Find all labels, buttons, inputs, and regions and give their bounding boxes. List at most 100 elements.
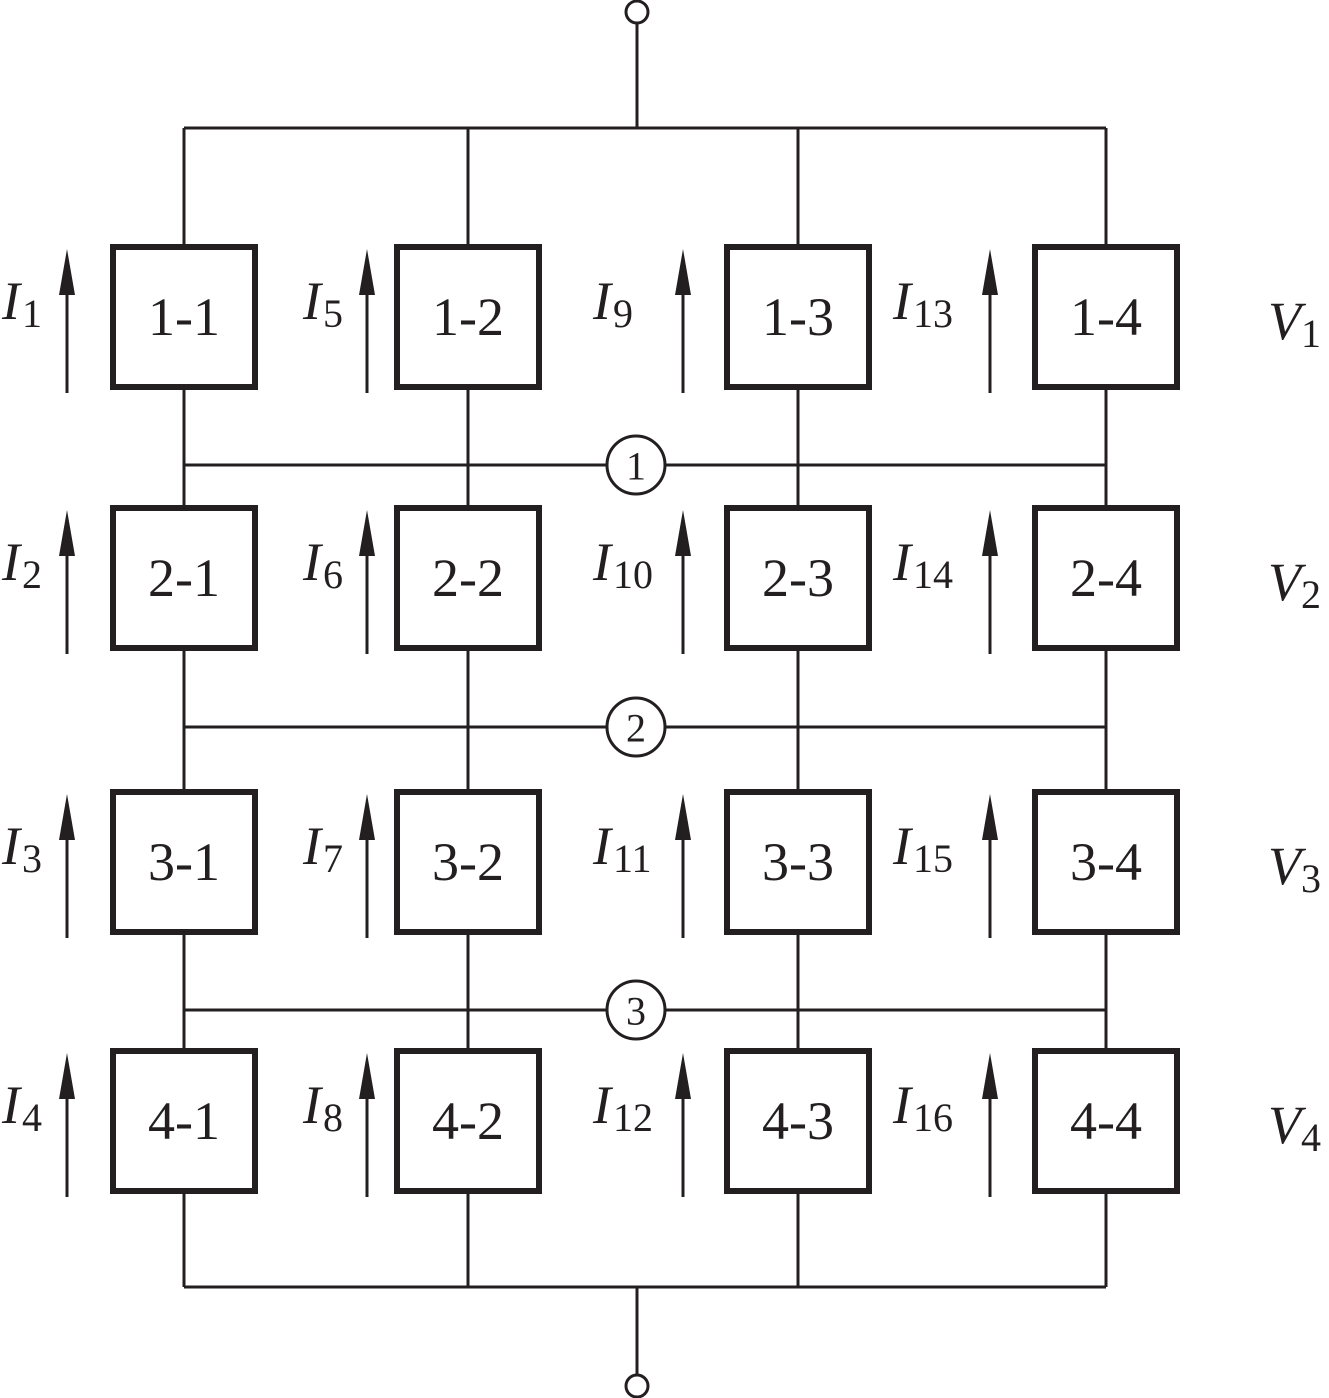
current-arrow-head-8 (359, 1053, 375, 1099)
current-arrow-head-15 (982, 794, 998, 840)
current-label-11: I11 (592, 816, 652, 881)
module-label-2-2: 2-2 (432, 548, 504, 608)
current-symbol: I (592, 532, 614, 592)
voltage-subscript: 2 (1301, 572, 1321, 617)
module-box-2-2 (394, 505, 542, 651)
current-arrow-head-4 (59, 1053, 75, 1099)
current-arrow-head-3 (59, 794, 75, 840)
current-subscript: 16 (913, 1095, 953, 1140)
module-label-3-3: 3-3 (762, 832, 834, 892)
node-label-2: 2 (626, 706, 646, 751)
current-arrow-head-7 (359, 794, 375, 840)
module-label-1-4: 1-4 (1070, 287, 1142, 347)
current-symbol: I (892, 271, 914, 331)
module-box-3-2 (394, 789, 542, 935)
voltage-label-1: V1 (1268, 291, 1321, 356)
module-box-2-1 (110, 505, 258, 651)
module-label-1-3: 1-3 (762, 287, 834, 347)
module-box-3-4 (1032, 789, 1180, 935)
current-label-13: I13 (892, 271, 953, 336)
voltage-label-4: V4 (1268, 1095, 1321, 1160)
voltage-symbol: V (1268, 552, 1307, 612)
current-label-7: I7 (302, 816, 343, 881)
voltage-symbol: V (1268, 1095, 1307, 1155)
current-symbol: I (1, 271, 23, 331)
voltage-symbol: V (1268, 836, 1307, 896)
module-box-2-4 (1032, 505, 1180, 651)
current-subscript: 7 (323, 836, 343, 881)
current-subscript: 14 (913, 552, 953, 597)
current-arrow-head-16 (982, 1053, 998, 1099)
module-label-2-1: 2-1 (148, 548, 220, 608)
negative-terminal (624, 1373, 650, 1398)
voltage-symbol: V (1268, 291, 1307, 351)
current-symbol: I (1, 1075, 23, 1135)
module-label-3-2: 3-2 (432, 832, 504, 892)
current-subscript: 5 (323, 291, 343, 336)
current-subscript: 15 (913, 836, 953, 881)
current-symbol: I (592, 816, 614, 876)
current-label-14: I14 (892, 532, 953, 597)
current-label-1: I1 (1, 271, 42, 336)
module-label-2-4: 2-4 (1070, 548, 1142, 608)
module-box-1-4 (1032, 244, 1180, 390)
module-box-3-1 (110, 789, 258, 935)
node-marker-2 (605, 696, 667, 758)
current-subscript: 3 (22, 836, 42, 881)
current-subscript: 10 (613, 552, 653, 597)
module-box-1-2 (394, 244, 542, 390)
current-arrows (59, 249, 998, 1197)
module-box-4-3 (724, 1048, 872, 1194)
voltage-subscript: 4 (1301, 1115, 1321, 1160)
current-subscript: 1 (22, 291, 42, 336)
current-label-3: I3 (1, 816, 42, 881)
current-arrow-head-9 (675, 249, 691, 295)
current-label-4: I4 (1, 1075, 42, 1140)
module-label-1-2: 1-2 (432, 287, 504, 347)
module-box-4-1 (110, 1048, 258, 1194)
module-label-4-4: 4-4 (1070, 1091, 1142, 1151)
current-subscript: 4 (22, 1095, 42, 1140)
current-arrow-head-6 (359, 510, 375, 556)
module-label-2-3: 2-3 (762, 548, 834, 608)
current-symbol: I (592, 1075, 614, 1135)
current-symbol: I (302, 1075, 324, 1135)
module-box-3-3 (724, 789, 872, 935)
current-symbol: I (302, 816, 324, 876)
current-arrow-head-11 (675, 794, 691, 840)
current-label-2: I2 (1, 532, 42, 597)
module-label-4-2: 4-2 (432, 1091, 504, 1151)
current-arrow-head-10 (675, 510, 691, 556)
current-symbol: I (892, 1075, 914, 1135)
node-label-3: 3 (626, 989, 646, 1034)
current-symbol: I (1, 816, 23, 876)
current-subscript: 11 (613, 836, 652, 881)
current-subscript: 9 (613, 291, 633, 336)
module-label-4-1: 4-1 (148, 1091, 220, 1151)
current-label-5: I5 (302, 271, 343, 336)
current-label-12: I12 (592, 1075, 653, 1140)
node-label-1: 1 (626, 444, 646, 489)
current-symbol: I (302, 532, 324, 592)
current-subscript: 6 (323, 552, 343, 597)
current-label-16: I16 (892, 1075, 953, 1140)
current-symbol: I (1, 532, 23, 592)
module-label-3-1: 3-1 (148, 832, 220, 892)
current-subscript: 2 (22, 552, 42, 597)
module-box-4-2 (394, 1048, 542, 1194)
current-subscript: 13 (913, 291, 953, 336)
module-box-4-4 (1032, 1048, 1180, 1194)
current-label-6: I6 (302, 532, 343, 597)
voltage-subscript: 3 (1301, 856, 1321, 901)
current-subscript: 12 (613, 1095, 653, 1140)
current-symbol: I (592, 271, 614, 331)
current-subscript: 8 (323, 1095, 343, 1140)
current-arrow-head-5 (359, 249, 375, 295)
voltage-label-3: V3 (1268, 836, 1321, 901)
module-box-1-3 (724, 244, 872, 390)
voltage-label-2: V2 (1268, 552, 1321, 617)
current-arrow-head-14 (982, 510, 998, 556)
current-arrow-head-2 (59, 510, 75, 556)
